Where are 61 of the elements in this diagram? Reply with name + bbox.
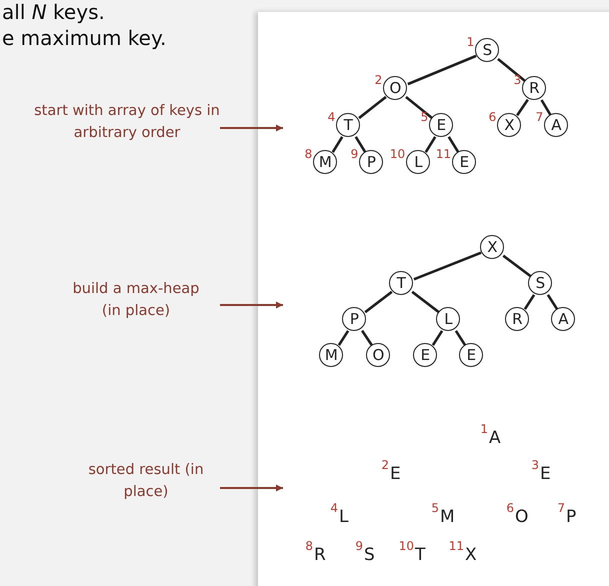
tree-edge: [361, 330, 373, 346]
sorted-key: T: [415, 545, 426, 565]
tree-edge: [516, 98, 529, 116]
array-index: 7: [557, 501, 565, 515]
sorted-key: P: [566, 507, 576, 527]
array-index: 1: [466, 35, 474, 50]
array-index: 10: [390, 147, 406, 162]
arrow: [220, 124, 283, 132]
array-index: 8: [305, 539, 313, 553]
tree-edge: [405, 96, 433, 119]
tree-edge: [411, 290, 440, 314]
array-index: 2: [374, 73, 382, 88]
array-index: 7: [536, 110, 544, 124]
array-index: 1: [480, 422, 488, 436]
array-index: 5: [431, 501, 439, 515]
array-index: 6: [506, 501, 514, 515]
sorted-key: E: [540, 464, 551, 484]
arrow: [220, 484, 283, 492]
array-index: 11: [448, 539, 464, 553]
sorted-key: X: [465, 545, 477, 565]
sorted-key: R: [314, 545, 326, 565]
tree-edge: [432, 330, 444, 346]
intro-text: all N keys.: [2, 0, 105, 24]
tree-edge: [424, 136, 436, 153]
array-index: 4: [328, 110, 336, 124]
array-index: 4: [330, 501, 338, 515]
array-index: 3: [514, 73, 522, 88]
array-index: 10: [398, 539, 414, 553]
tree-edge: [354, 136, 366, 153]
tree-edge: [364, 290, 393, 314]
tree-edge: [407, 54, 477, 86]
tree-edge: [540, 99, 552, 116]
array-index: 3: [531, 458, 539, 472]
tree-edge: [338, 330, 350, 346]
array-index: 8: [304, 147, 312, 162]
array-index: 9: [350, 147, 358, 162]
array-index: 11: [436, 147, 452, 162]
tree-edge: [413, 252, 482, 280]
sorted-key: A: [489, 428, 501, 448]
sorted-key: L: [339, 507, 348, 527]
arrow: [220, 302, 283, 308]
step-caption: build a max-heap (in place): [66, 278, 206, 322]
sorted-key: E: [390, 464, 401, 484]
array-index: 9: [355, 539, 363, 553]
tree-edge: [454, 330, 466, 346]
tree-edge: [497, 58, 526, 82]
step-caption: start with array of keys in arbitrary order: [32, 100, 222, 144]
tree-edge: [358, 96, 387, 120]
sorted-key: M: [440, 507, 455, 527]
array-index: 5: [420, 110, 428, 124]
array-index: 2: [381, 458, 389, 472]
tree-edge: [332, 136, 344, 153]
tree-edge: [546, 294, 558, 310]
tree-edge: [502, 254, 532, 278]
tree-edge: [448, 136, 460, 153]
intro-text: e maximum key.: [2, 26, 166, 50]
tree-edge: [524, 294, 536, 310]
sorted-key: O: [515, 507, 528, 527]
sorted-key: S: [364, 545, 375, 565]
step-caption: sorted result (in place): [86, 459, 206, 503]
array-index: 6: [488, 110, 496, 124]
